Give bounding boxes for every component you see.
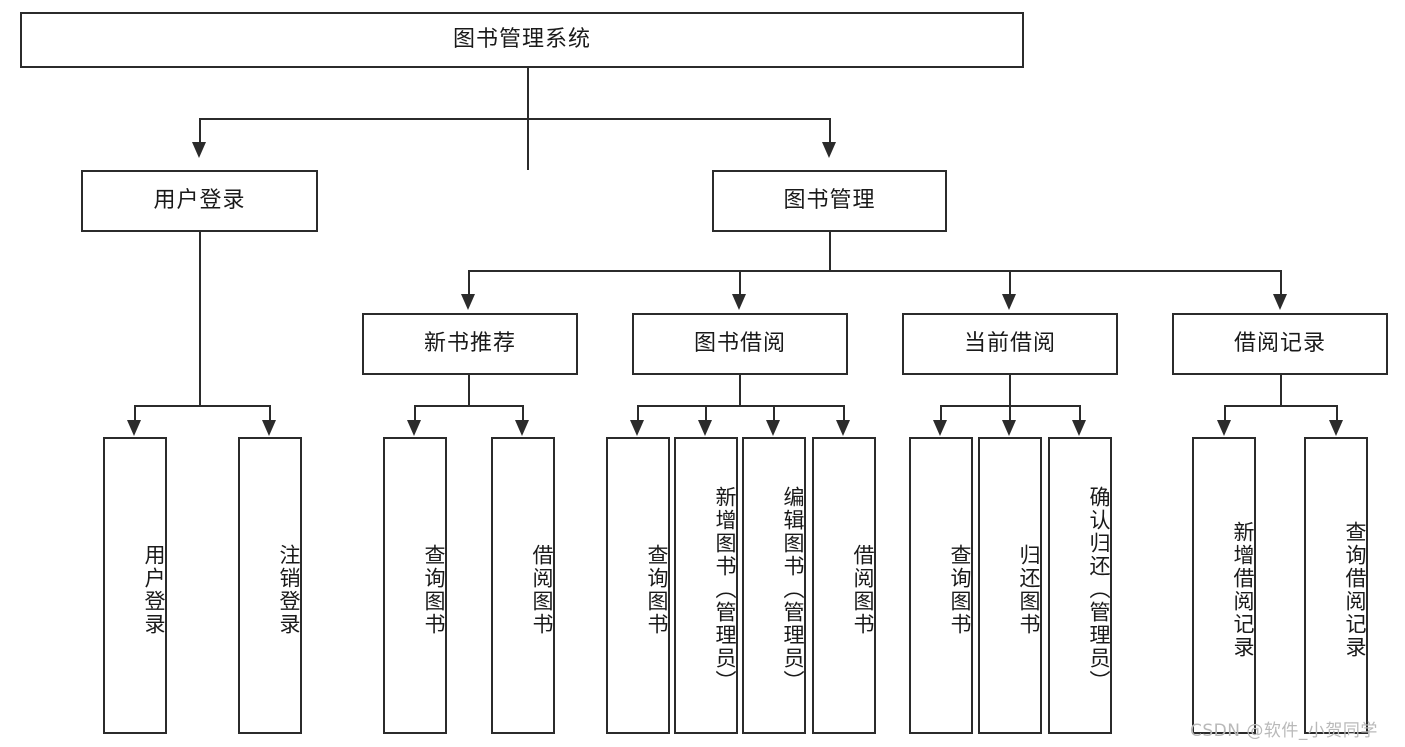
edge-borrow-record-drop-2 [1336, 405, 1338, 423]
edge-book-borrow-trunk [739, 375, 741, 407]
node-label: 借阅图书 [530, 543, 554, 636]
node-label: 编辑图书（管理员） [781, 486, 805, 693]
arrowhead-book-borrow-child-1 [630, 420, 644, 436]
arrowhead-new-book-child-2 [515, 420, 529, 436]
edge-borrow-record-drop-1 [1224, 405, 1226, 423]
arrowhead-current-borrow-child-3 [1072, 420, 1086, 436]
node-label: 查询图书 [645, 543, 669, 636]
node-label: 借阅记录 [1233, 330, 1326, 356]
arrowhead-book-manage-child-2 [732, 294, 746, 310]
edge-book-borrow-drop-2 [705, 405, 707, 423]
node-label: 新书推荐 [423, 330, 516, 356]
node-label: 借阅图书 [851, 543, 875, 636]
node-borrow-record[interactable]: 借阅记录 [1172, 313, 1388, 375]
leaf-query-book-3[interactable]: 查询图书 [909, 437, 973, 734]
node-root-book-management-system[interactable]: 图书管理系统 [20, 12, 1024, 68]
edge-borrow-record-bus [1224, 405, 1336, 407]
edge-current-borrow-trunk [1009, 375, 1011, 407]
arrowhead-book-manage-child-1 [461, 294, 475, 310]
edge-book-manage-trunk [829, 232, 831, 272]
arrowhead-book-manage-child-3 [1002, 294, 1016, 310]
edge-current-borrow-drop-1 [940, 405, 942, 423]
node-label: 新增图书（管理员） [713, 486, 737, 693]
leaf-borrow-book-2[interactable]: 借阅图书 [812, 437, 876, 734]
edge-new-book-drop-2 [522, 405, 524, 423]
edge-borrow-record-trunk [1280, 375, 1282, 407]
edge-book-manage-bus [468, 270, 1280, 272]
arrowhead-user-login-child-1 [127, 420, 141, 436]
arrowhead-book-borrow-child-3 [766, 420, 780, 436]
leaf-confirm-return-admin[interactable]: 确认归还（管理员） [1048, 437, 1112, 734]
edge-new-book-bus [414, 405, 522, 407]
edge-book-manage-drop-2 [739, 270, 741, 296]
arrowhead-root-to-book-manage [822, 142, 836, 158]
edge-book-manage-drop-1 [468, 270, 470, 296]
leaf-user-logout[interactable]: 注销登录 [238, 437, 302, 734]
edge-user-login-bus [134, 405, 269, 407]
edge-user-login-drop-2 [269, 405, 271, 423]
edge-book-borrow-bus [637, 405, 843, 407]
node-label: 查询图书 [422, 543, 446, 636]
edge-root-bus [199, 118, 829, 120]
node-new-book-recommend[interactable]: 新书推荐 [362, 313, 578, 375]
leaf-user-login[interactable]: 用户登录 [103, 437, 167, 734]
node-label: 归还图书 [1017, 543, 1041, 636]
arrowhead-book-borrow-child-2 [698, 420, 712, 436]
edge-user-login-drop-1 [134, 405, 136, 423]
node-label: 图书管理系统 [452, 26, 591, 52]
leaf-return-book[interactable]: 归还图书 [978, 437, 1042, 734]
arrowhead-book-manage-child-4 [1273, 294, 1287, 310]
edge-new-book-drop-1 [414, 405, 416, 423]
node-label: 注销登录 [277, 543, 301, 636]
arrowhead-root-to-user-login [192, 142, 206, 158]
edge-book-manage-drop-4 [1280, 270, 1282, 296]
leaf-query-borrow-record[interactable]: 查询借阅记录 [1304, 437, 1368, 734]
arrowhead-user-login-child-2 [262, 420, 276, 436]
arrowhead-current-borrow-child-1 [933, 420, 947, 436]
node-book-management[interactable]: 图书管理 [712, 170, 947, 232]
node-label: 用户登录 [153, 187, 246, 213]
arrowhead-current-borrow-child-2 [1002, 420, 1016, 436]
leaf-add-borrow-record[interactable]: 新增借阅记录 [1192, 437, 1256, 734]
edge-current-borrow-drop-3 [1079, 405, 1081, 423]
leaf-borrow-book-1[interactable]: 借阅图书 [491, 437, 555, 734]
leaf-query-book-1[interactable]: 查询图书 [383, 437, 447, 734]
node-book-borrow[interactable]: 图书借阅 [632, 313, 848, 375]
edge-user-login-trunk [199, 232, 201, 407]
node-label: 查询图书 [948, 543, 972, 636]
node-label: 当前借阅 [963, 330, 1056, 356]
edge-new-book-trunk [468, 375, 470, 407]
node-label: 新增借阅记录 [1231, 520, 1255, 659]
leaf-query-book-2[interactable]: 查询图书 [606, 437, 670, 734]
node-label: 用户登录 [142, 543, 166, 636]
node-current-borrow[interactable]: 当前借阅 [902, 313, 1118, 375]
arrowhead-borrow-record-child-1 [1217, 420, 1231, 436]
edge-book-manage-drop-3 [1009, 270, 1011, 296]
edge-book-borrow-drop-3 [773, 405, 775, 423]
node-user-login[interactable]: 用户登录 [81, 170, 318, 232]
node-label: 确认归还（管理员） [1087, 486, 1111, 693]
arrowhead-borrow-record-child-2 [1329, 420, 1343, 436]
node-label: 图书借阅 [693, 330, 786, 356]
edge-current-borrow-drop-2 [1009, 405, 1011, 423]
edge-book-borrow-drop-1 [637, 405, 639, 423]
node-label: 查询借阅记录 [1343, 520, 1367, 659]
leaf-edit-book-admin[interactable]: 编辑图书（管理员） [742, 437, 806, 734]
edge-book-borrow-drop-4 [843, 405, 845, 423]
leaf-add-book-admin[interactable]: 新增图书（管理员） [674, 437, 738, 734]
edge-root-to-user-login [199, 118, 201, 144]
arrowhead-new-book-child-1 [407, 420, 421, 436]
arrowhead-book-borrow-child-4 [836, 420, 850, 436]
edge-root-to-book-manage [829, 118, 831, 144]
node-label: 图书管理 [783, 187, 876, 213]
csdn-watermark: CSDN @软件_小贺同学 [1190, 721, 1378, 741]
